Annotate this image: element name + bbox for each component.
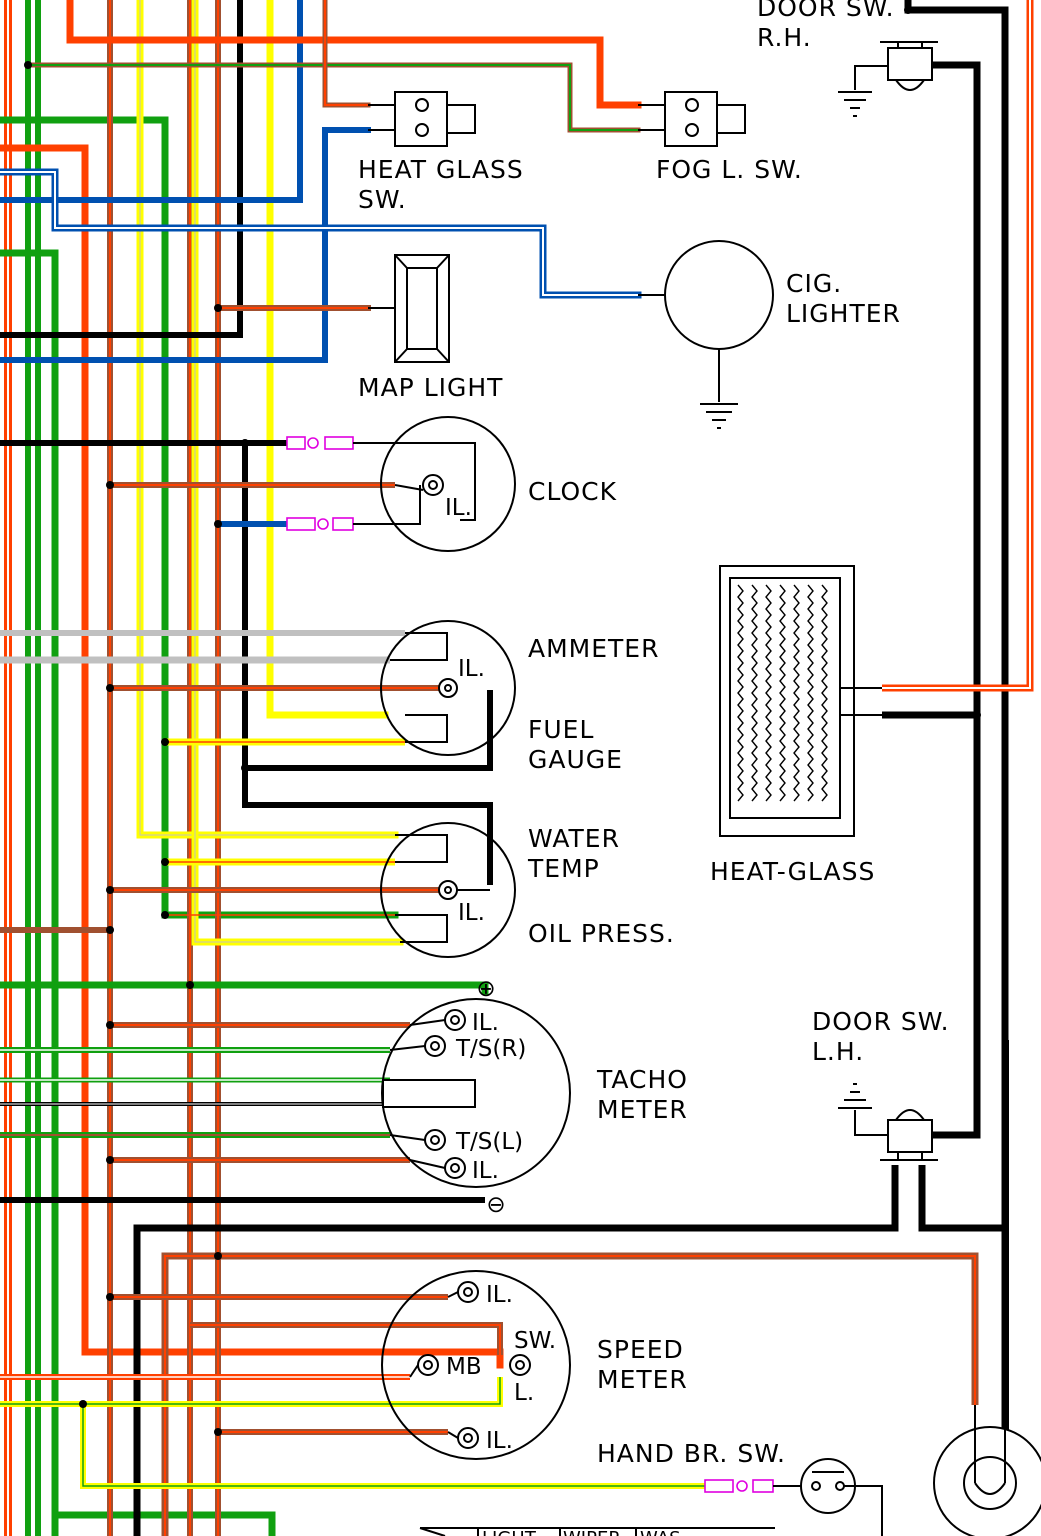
water-temp-label-2: TEMP — [527, 854, 600, 883]
speedo-label-1: SPEED — [597, 1335, 684, 1364]
table-col-wiper: WIPER — [563, 1528, 621, 1536]
fog-sw-label: FOG L. SW. — [656, 155, 803, 184]
speedo-il-top-label: IL. — [486, 1282, 513, 1308]
splice-dots — [24, 6, 1009, 1436]
water-temp-label-1: WATER — [528, 824, 620, 853]
connector-icon — [286, 436, 306, 450]
fog-light-switch: FOG L. SW. — [638, 91, 803, 184]
door-sw-rh-label-1: DOOR SW. — [757, 0, 895, 22]
door-sw-rh-label-2: R.H. — [757, 23, 812, 52]
wire-instrument-feeds — [0, 440, 1005, 1536]
ammeter-il-label: IL. — [458, 656, 485, 682]
fuel-gauge-label-1: FUEL — [528, 715, 594, 744]
tacho-label-2: METER — [597, 1095, 688, 1124]
ammeter-fuel-gauge: IL. AMMETER FUEL GAUGE — [380, 620, 659, 774]
heat-glass-sw-label-1: HEAT GLASS — [358, 155, 524, 184]
heat-glass-label: HEAT-GLASS — [710, 857, 875, 886]
tacho-il-bottom-label: IL. — [472, 1158, 499, 1184]
tacho-plus-icon: ⊕ — [476, 976, 495, 1002]
clock-il-label: IL. — [445, 495, 472, 521]
heat-glass-switch: HEAT GLASS SW. — [358, 91, 524, 214]
cig-lighter-label-2: LIGHTER — [786, 299, 901, 328]
speedometer: IL. SW. MB L. IL. SPEED METER — [381, 1270, 688, 1460]
cig-lighter-label-1: CIG. — [786, 269, 842, 298]
map-light-label: MAP LIGHT — [358, 373, 503, 402]
speedo-label-2: METER — [597, 1365, 688, 1394]
tacho-label-1: TACHO — [596, 1065, 688, 1094]
bottom-switch-table: LIGHT WIPER WAS — [419, 1527, 775, 1536]
oil-press-il-label: IL. — [458, 900, 485, 926]
tacho-ts-r-label: T/S(R) — [455, 1036, 526, 1062]
door-sw-lh-label-1: DOOR SW. — [812, 1007, 950, 1036]
clock-label: CLOCK — [528, 477, 617, 506]
door-sw-lh-label-2: L.H. — [812, 1037, 864, 1066]
tacho-minus-icon: ⊖ — [486, 1192, 505, 1218]
table-col-was: WAS — [640, 1528, 681, 1536]
ground-icon — [838, 65, 888, 117]
heat-glass-sw-label-2: SW. — [358, 185, 407, 214]
fuel-gauge-label-2: GAUGE — [528, 745, 623, 774]
ground-icon — [700, 349, 738, 429]
tachometer: ⊕ ⊖ IL. T/S(R) T/S(L) IL. TACHO METER — [381, 976, 688, 1218]
map-light: MAP LIGHT — [358, 254, 503, 402]
speedo-l-label: L. — [514, 1380, 534, 1406]
heat-glass-element: HEAT-GLASS — [710, 565, 882, 886]
table-col-light: LIGHT — [482, 1528, 537, 1536]
speedo-mb-label: MB — [446, 1354, 482, 1380]
speedo-il-bottom-label: IL. — [486, 1428, 513, 1454]
lamp-bottom-right — [933, 1405, 1041, 1536]
water-temp-oil-press: IL. WATER TEMP OIL PRESS. — [380, 822, 675, 958]
tacho-ts-l-label: T/S(L) — [455, 1129, 523, 1155]
oil-press-label: OIL PRESS. — [528, 919, 675, 948]
tacho-il-top-label: IL. — [472, 1010, 499, 1036]
hand-br-sw-label: HAND BR. SW. — [597, 1439, 786, 1468]
door-switch-lh: DOOR SW. L.H. — [812, 1007, 950, 1161]
connector-icon — [704, 1479, 734, 1493]
connector-icon — [286, 517, 316, 531]
cig-lighter: CIG. LIGHTER — [638, 240, 901, 429]
ground-icon — [838, 1083, 888, 1136]
clock: IL. CLOCK — [286, 416, 617, 552]
wire-right-side — [882, 0, 1034, 1536]
ammeter-label: AMMETER — [528, 634, 659, 663]
speedo-sw-label: SW. — [514, 1328, 556, 1354]
door-switch-rh: DOOR SW. R.H. — [757, 0, 938, 117]
wire-bundle-left — [0, 0, 642, 1536]
hand-brake-switch: HAND BR. SW. — [597, 1439, 883, 1536]
